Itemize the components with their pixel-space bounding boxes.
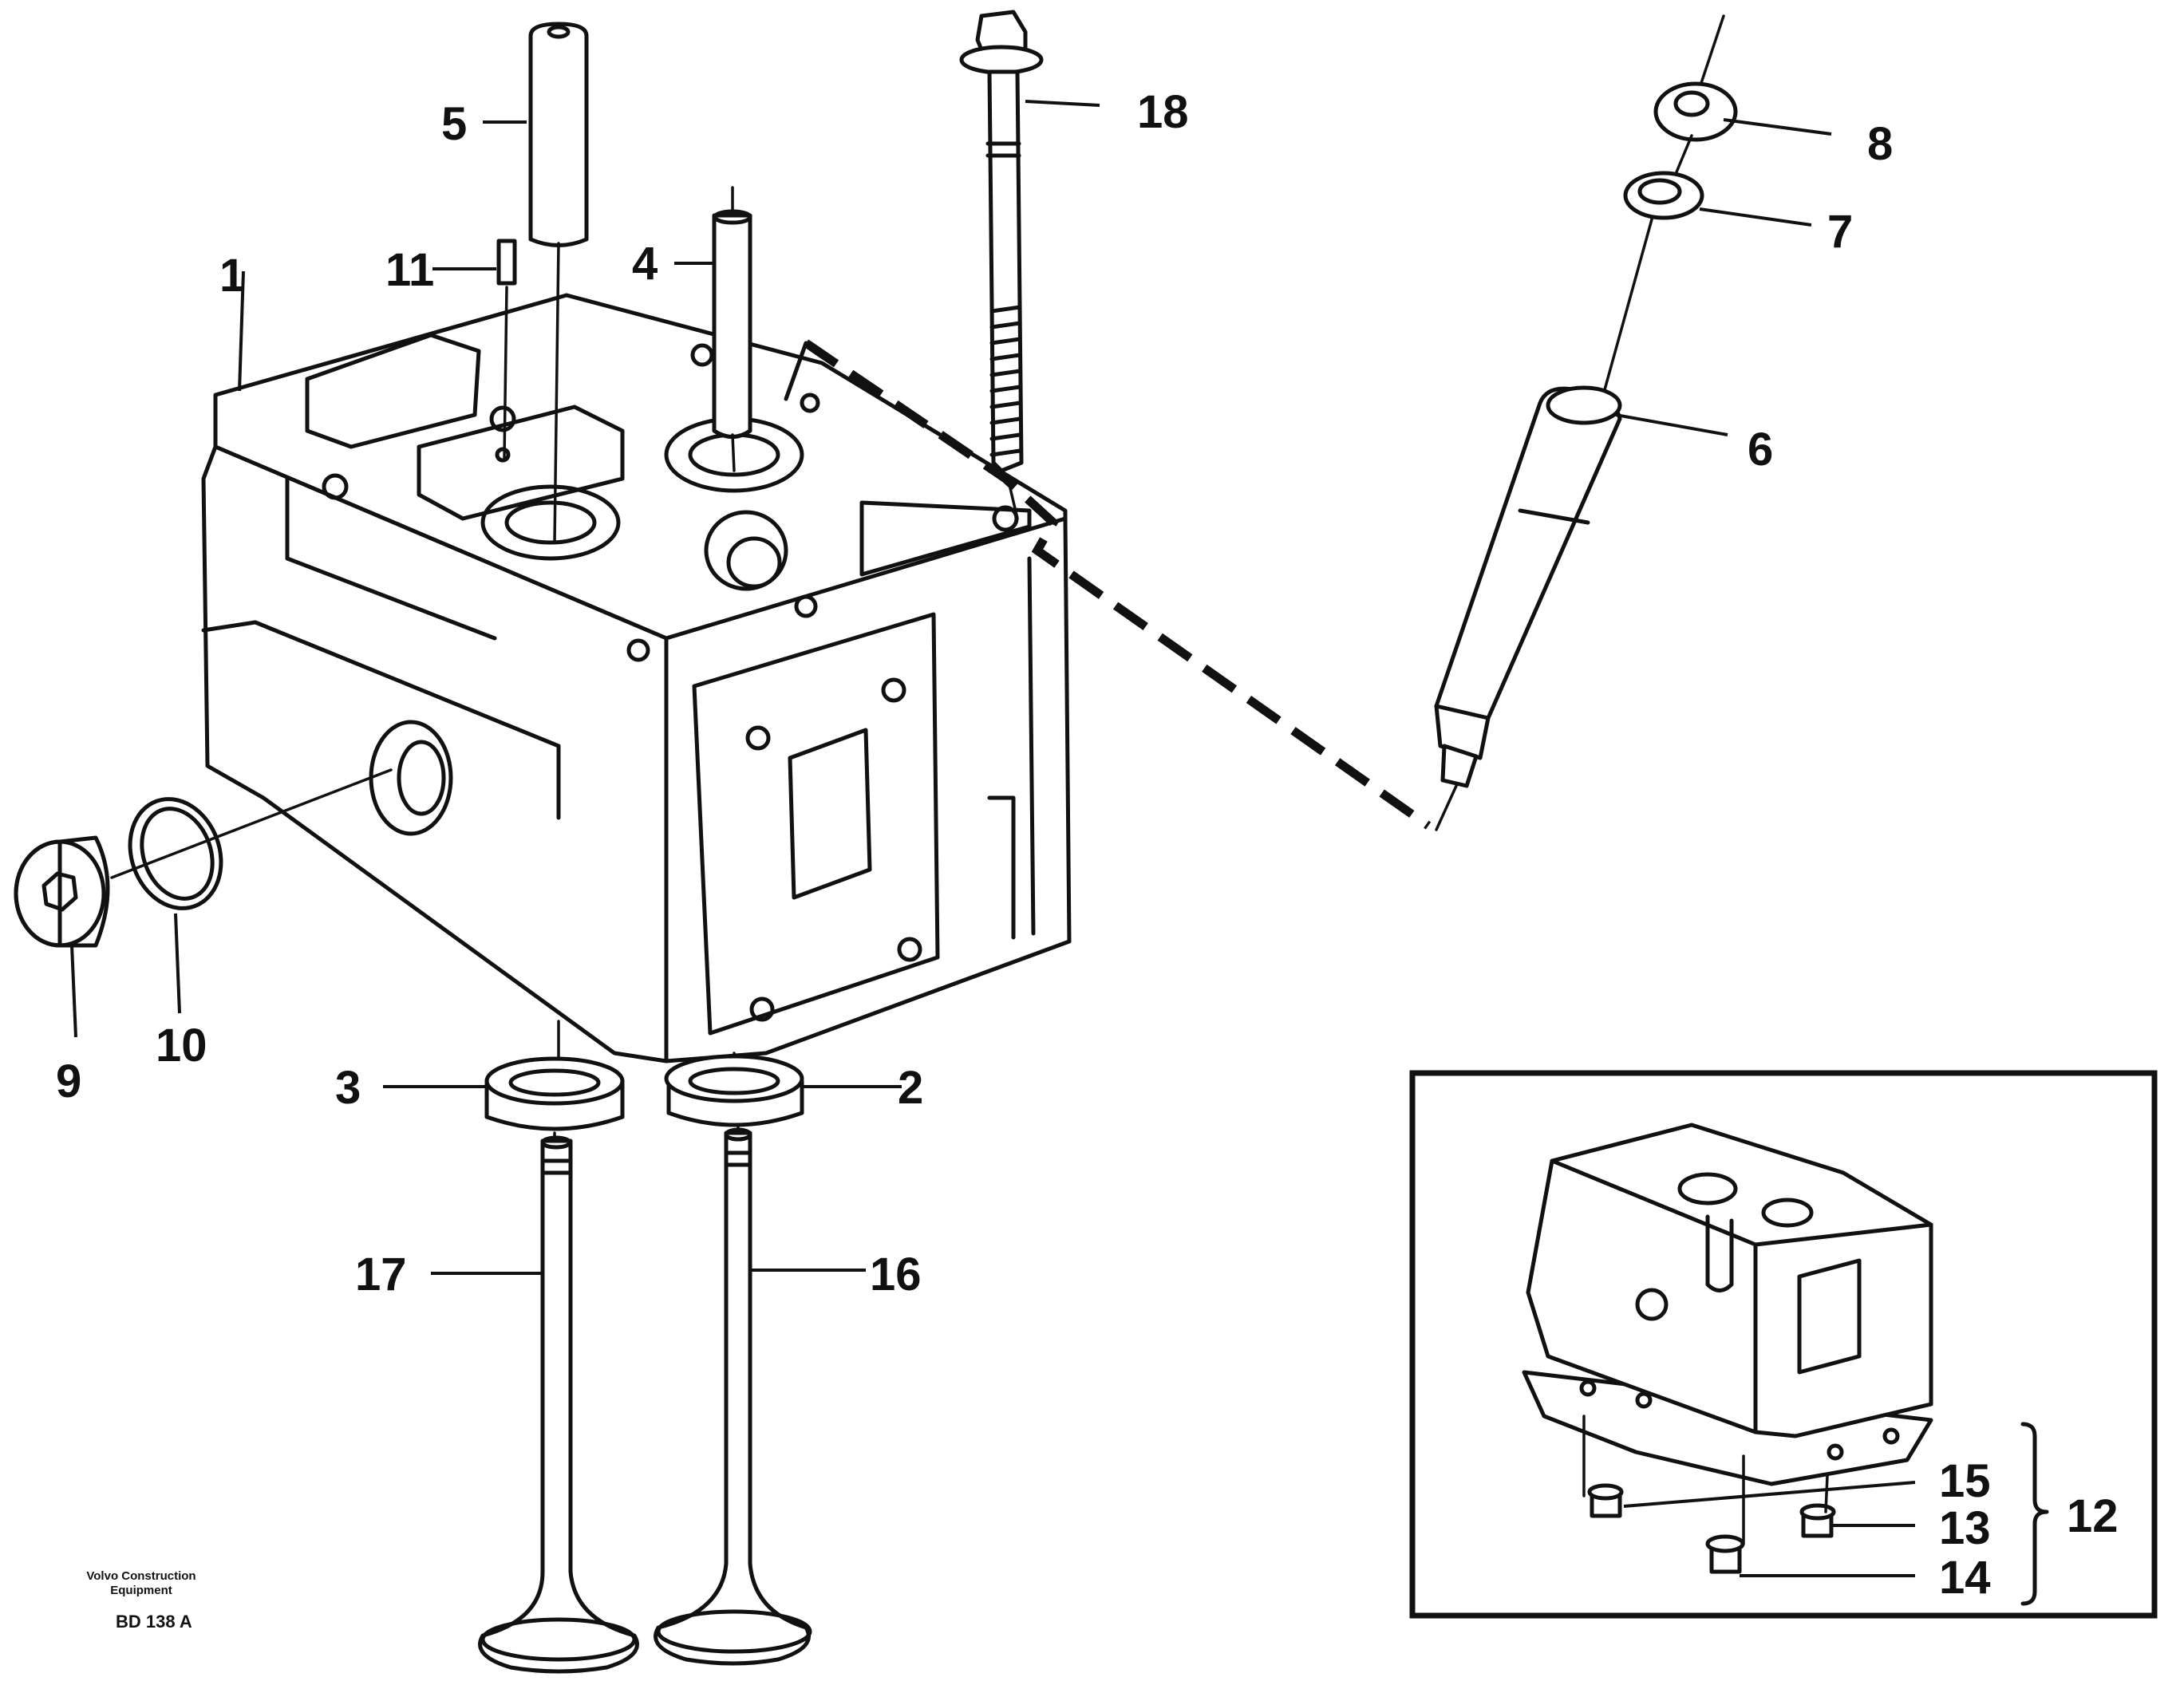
leader-lines	[70, 100, 1916, 1577]
valve-guide-5	[528, 22, 589, 544]
bolt-18	[959, 10, 1044, 520]
label-14: 14	[1939, 1552, 1991, 1604]
label-2: 2	[898, 1062, 923, 1114]
callout-labels: 1 2 3 4 5 6 7 8 9 10 11 12 13 14 15 16 1…	[56, 86, 2119, 1604]
valve-seat-2	[664, 1052, 804, 1134]
valve-seat-3	[484, 1020, 625, 1142]
label-18: 18	[1137, 86, 1189, 138]
seal-10	[128, 797, 223, 910]
injector-sleeve-6	[1434, 385, 1622, 831]
label-16: 16	[870, 1249, 922, 1300]
cylinder-head-block	[201, 293, 1072, 1063]
label-11: 11	[385, 244, 434, 296]
label-1: 1	[219, 250, 245, 302]
inset-panel	[1409, 1070, 2158, 1619]
dashed-path-start	[784, 341, 808, 401]
washer-7	[1598, 134, 1704, 408]
valve-17	[478, 1135, 639, 1674]
dashed-path	[803, 339, 1432, 830]
footer-code: BD 138 A	[116, 1612, 192, 1632]
label-7: 7	[1827, 206, 1853, 258]
label-5: 5	[441, 98, 467, 150]
footer-line-2: Equipment	[110, 1584, 172, 1597]
label-8: 8	[1867, 118, 1893, 170]
label-4: 4	[632, 238, 658, 290]
label-12: 12	[2067, 1490, 2119, 1542]
washer-8	[1653, 14, 1738, 142]
footer-credit: Volvo Construction Equipment BD 138 A	[86, 1569, 195, 1632]
label-9: 9	[56, 1056, 81, 1107]
valve-16	[654, 1127, 812, 1666]
valve-guide-4	[712, 186, 752, 472]
label-10: 10	[156, 1020, 207, 1071]
label-3: 3	[335, 1062, 361, 1114]
label-17: 17	[355, 1249, 407, 1300]
label-13: 13	[1939, 1502, 1991, 1554]
plug-9	[14, 768, 393, 948]
pin-11	[496, 239, 517, 460]
label-6: 6	[1748, 424, 1773, 475]
label-15: 15	[1939, 1455, 1991, 1507]
footer-line-1: Volvo Construction	[86, 1569, 195, 1583]
